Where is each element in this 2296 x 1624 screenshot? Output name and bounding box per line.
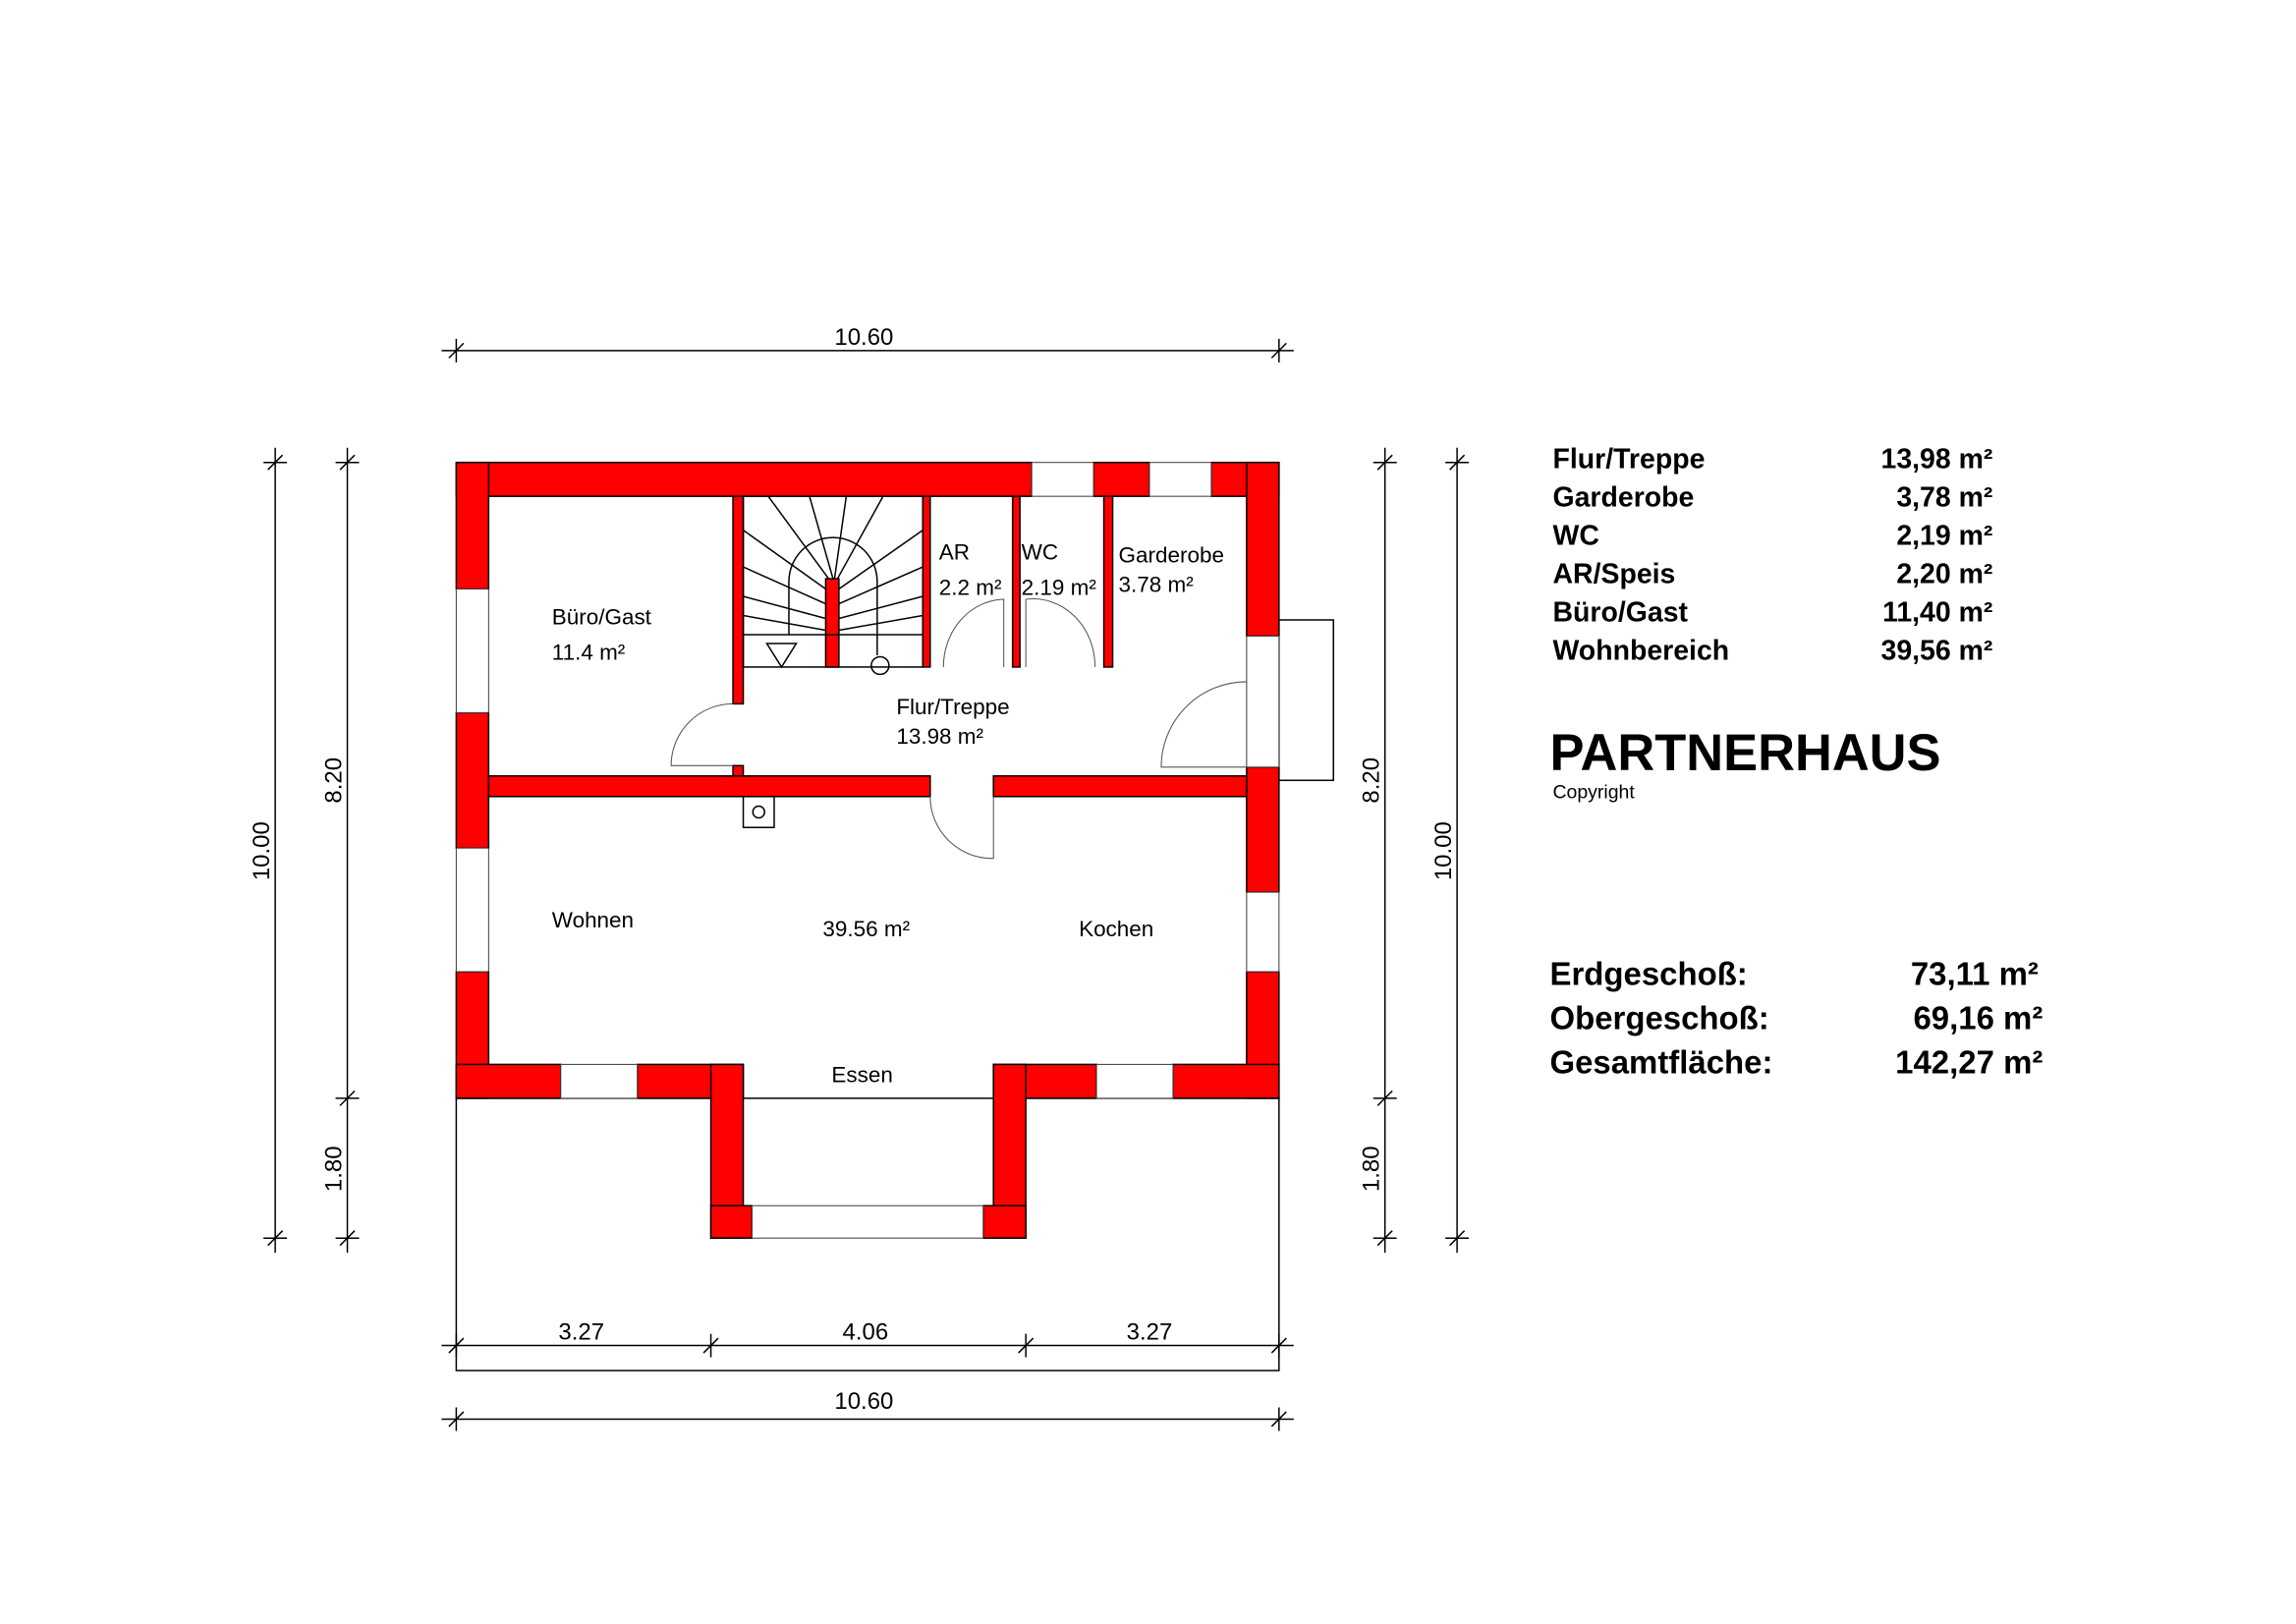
room-wc-area: 2.19 m² bbox=[1022, 576, 1097, 600]
room-buero-area: 11.4 m² bbox=[552, 640, 626, 664]
area-row-room: WC bbox=[1552, 521, 1598, 552]
dim-left-main: 8.20 bbox=[321, 757, 348, 804]
dim-bottom-seg-2: 4.06 bbox=[843, 1319, 889, 1346]
total-label: Obergeschoß: bbox=[1549, 999, 1768, 1036]
brand-subtitle: Copyright bbox=[1552, 781, 1635, 803]
total-label: Erdgeschoß: bbox=[1549, 956, 1747, 992]
total-value: 142,27 m² bbox=[1895, 1043, 2043, 1080]
room-essen-name: Essen bbox=[831, 1062, 892, 1087]
room-garderobe-name: Garderobe bbox=[1119, 543, 1224, 568]
area-table: Flur/Treppe 13,98 m² Garderobe 3,78 m² W… bbox=[1552, 444, 1992, 667]
total-value: 69,16 m² bbox=[1913, 999, 2043, 1036]
area-row-value: 3,78 m² bbox=[1896, 482, 1992, 514]
doors[interactable] bbox=[670, 598, 1247, 860]
area-row-value: 13,98 m² bbox=[1881, 444, 1993, 476]
dim-top-width: 10.60 bbox=[834, 324, 893, 351]
dim-left-terrace: 1.80 bbox=[321, 1146, 348, 1192]
room-ar-area: 2.2 m² bbox=[939, 576, 1002, 600]
dim-left-total: 10.00 bbox=[249, 821, 275, 880]
room-flur-name: Flur/Treppe bbox=[896, 695, 1009, 719]
area-row-room: Wohnbereich bbox=[1552, 635, 1729, 666]
room-buero-name: Büro/Gast bbox=[552, 604, 652, 629]
room-wohnen-name: Wohnen bbox=[552, 908, 634, 932]
terrace-outline bbox=[455, 1097, 1280, 1372]
area-row-value: 11,40 m² bbox=[1882, 596, 1992, 628]
area-row-value: 2,19 m² bbox=[1896, 521, 1992, 552]
room-garderobe-area: 3.78 m² bbox=[1119, 573, 1195, 597]
area-row-room: Garderobe bbox=[1552, 482, 1694, 514]
dim-bottom-seg-3: 3.27 bbox=[1127, 1319, 1173, 1346]
area-row-value: 39,56 m² bbox=[1881, 635, 1993, 666]
totals: Erdgeschoß: 73,11 m² Obergeschoß: 69,16 … bbox=[1549, 956, 2043, 1081]
brand-title: PARTNERHAUS bbox=[1549, 725, 1940, 782]
staircase bbox=[742, 495, 924, 676]
dimension-lines bbox=[263, 338, 1470, 1431]
room-ar-name: AR bbox=[939, 540, 970, 565]
dim-bottom-seg-1: 3.27 bbox=[558, 1319, 604, 1346]
total-value: 73,11 m² bbox=[1911, 956, 2039, 992]
room-flur-area: 13.98 m² bbox=[896, 724, 983, 749]
total-label: Gesamtfläche: bbox=[1549, 1043, 1772, 1080]
dim-right-total: 10.00 bbox=[1430, 821, 1457, 880]
area-row-room: Büro/Gast bbox=[1552, 596, 1688, 628]
area-row-room: Flur/Treppe bbox=[1552, 444, 1705, 476]
room-wc-name: WC bbox=[1022, 540, 1058, 565]
windows bbox=[455, 462, 1280, 1239]
dim-bottom-width: 10.60 bbox=[834, 1388, 893, 1415]
area-row-value: 2,20 m² bbox=[1896, 559, 1992, 590]
dim-right-main: 8.20 bbox=[1359, 757, 1385, 804]
area-row-room: AR/Speis bbox=[1552, 559, 1675, 590]
room-wohnbereich-area: 39.56 m² bbox=[822, 917, 910, 941]
entrance-porch bbox=[1278, 619, 1335, 782]
chimney bbox=[742, 796, 775, 828]
room-kochen-name: Kochen bbox=[1079, 917, 1153, 941]
dim-right-terrace: 1.80 bbox=[1359, 1146, 1385, 1192]
